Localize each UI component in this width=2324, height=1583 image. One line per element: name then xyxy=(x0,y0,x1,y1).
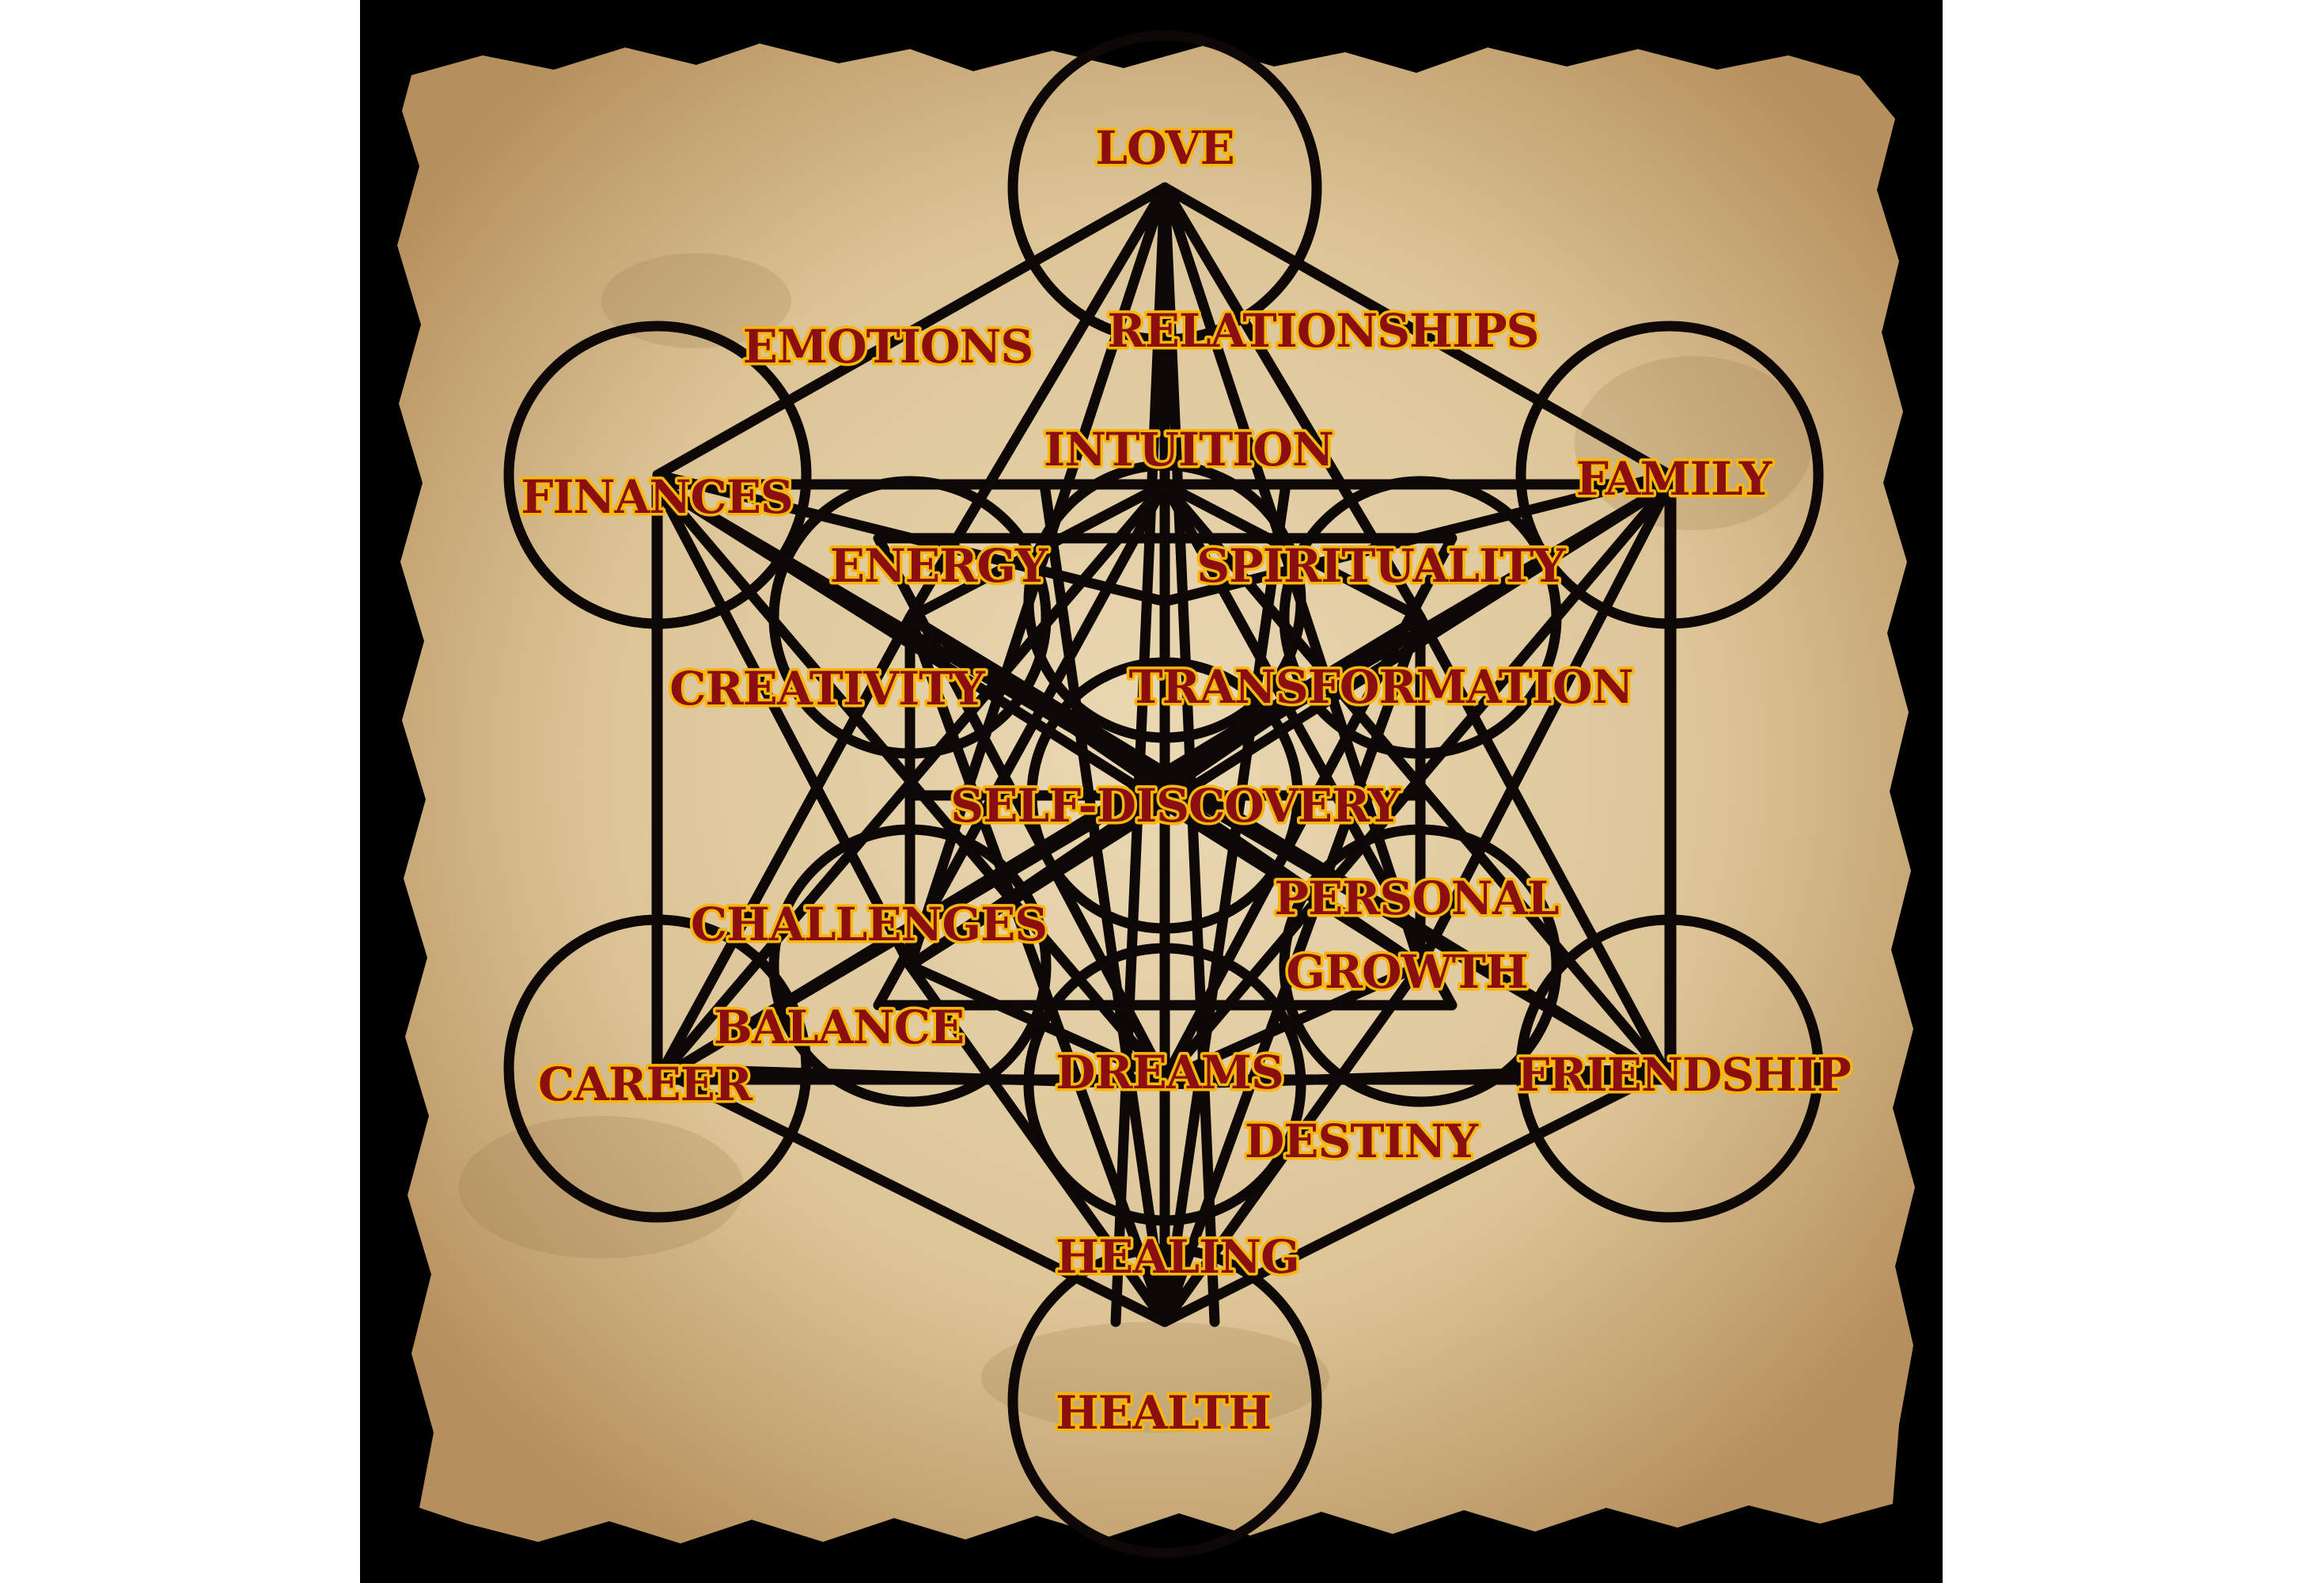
top-vertex-rays xyxy=(904,182,1426,1327)
label-love: LOVE xyxy=(1095,121,1234,175)
label-creativity: CREATIVITY xyxy=(669,662,985,716)
label-growth: GROWTH xyxy=(1286,945,1527,999)
label-dreams: DREAMS xyxy=(1056,1046,1283,1099)
label-challenges: CHALLENGES xyxy=(691,898,1047,951)
life-aspect-labels: LOVE EMOTIONS RELATIONSHIPS INTUITION FI… xyxy=(518,119,1855,1443)
label-healing: HEALING xyxy=(1056,1230,1298,1284)
label-finances: FINANCES xyxy=(521,470,793,524)
downward-triangle xyxy=(873,533,1458,1085)
label-self-discovery: SELF-DISCOVERY xyxy=(950,779,1401,833)
label-transformation: TRANSFORMATION xyxy=(1128,660,1632,714)
label-spirituality: SPIRITUALITY xyxy=(1196,539,1566,593)
label-career: CAREER xyxy=(538,1057,753,1111)
label-health: HEALTH xyxy=(1056,1386,1271,1440)
label-balance: BALANCE xyxy=(714,1000,964,1054)
corner-diagonals xyxy=(652,469,1675,1090)
bottom-vertex-rays xyxy=(904,479,1426,1327)
label-friendship: FRIENDSHIP xyxy=(1517,1048,1851,1102)
label-relationships: RELATIONSHIPS xyxy=(1107,304,1538,358)
label-destiny: DESTINY xyxy=(1245,1114,1479,1168)
label-intuition: INTUITION xyxy=(1044,423,1333,476)
label-family: FAMILY xyxy=(1576,452,1772,506)
label-personal: PERSONAL xyxy=(1274,871,1558,925)
upward-triangle xyxy=(873,479,1458,1011)
label-energy: ENERGY xyxy=(830,539,1048,593)
metatrons-cube-lines xyxy=(503,30,1824,1558)
label-emotions: EMOTIONS xyxy=(743,320,1033,374)
